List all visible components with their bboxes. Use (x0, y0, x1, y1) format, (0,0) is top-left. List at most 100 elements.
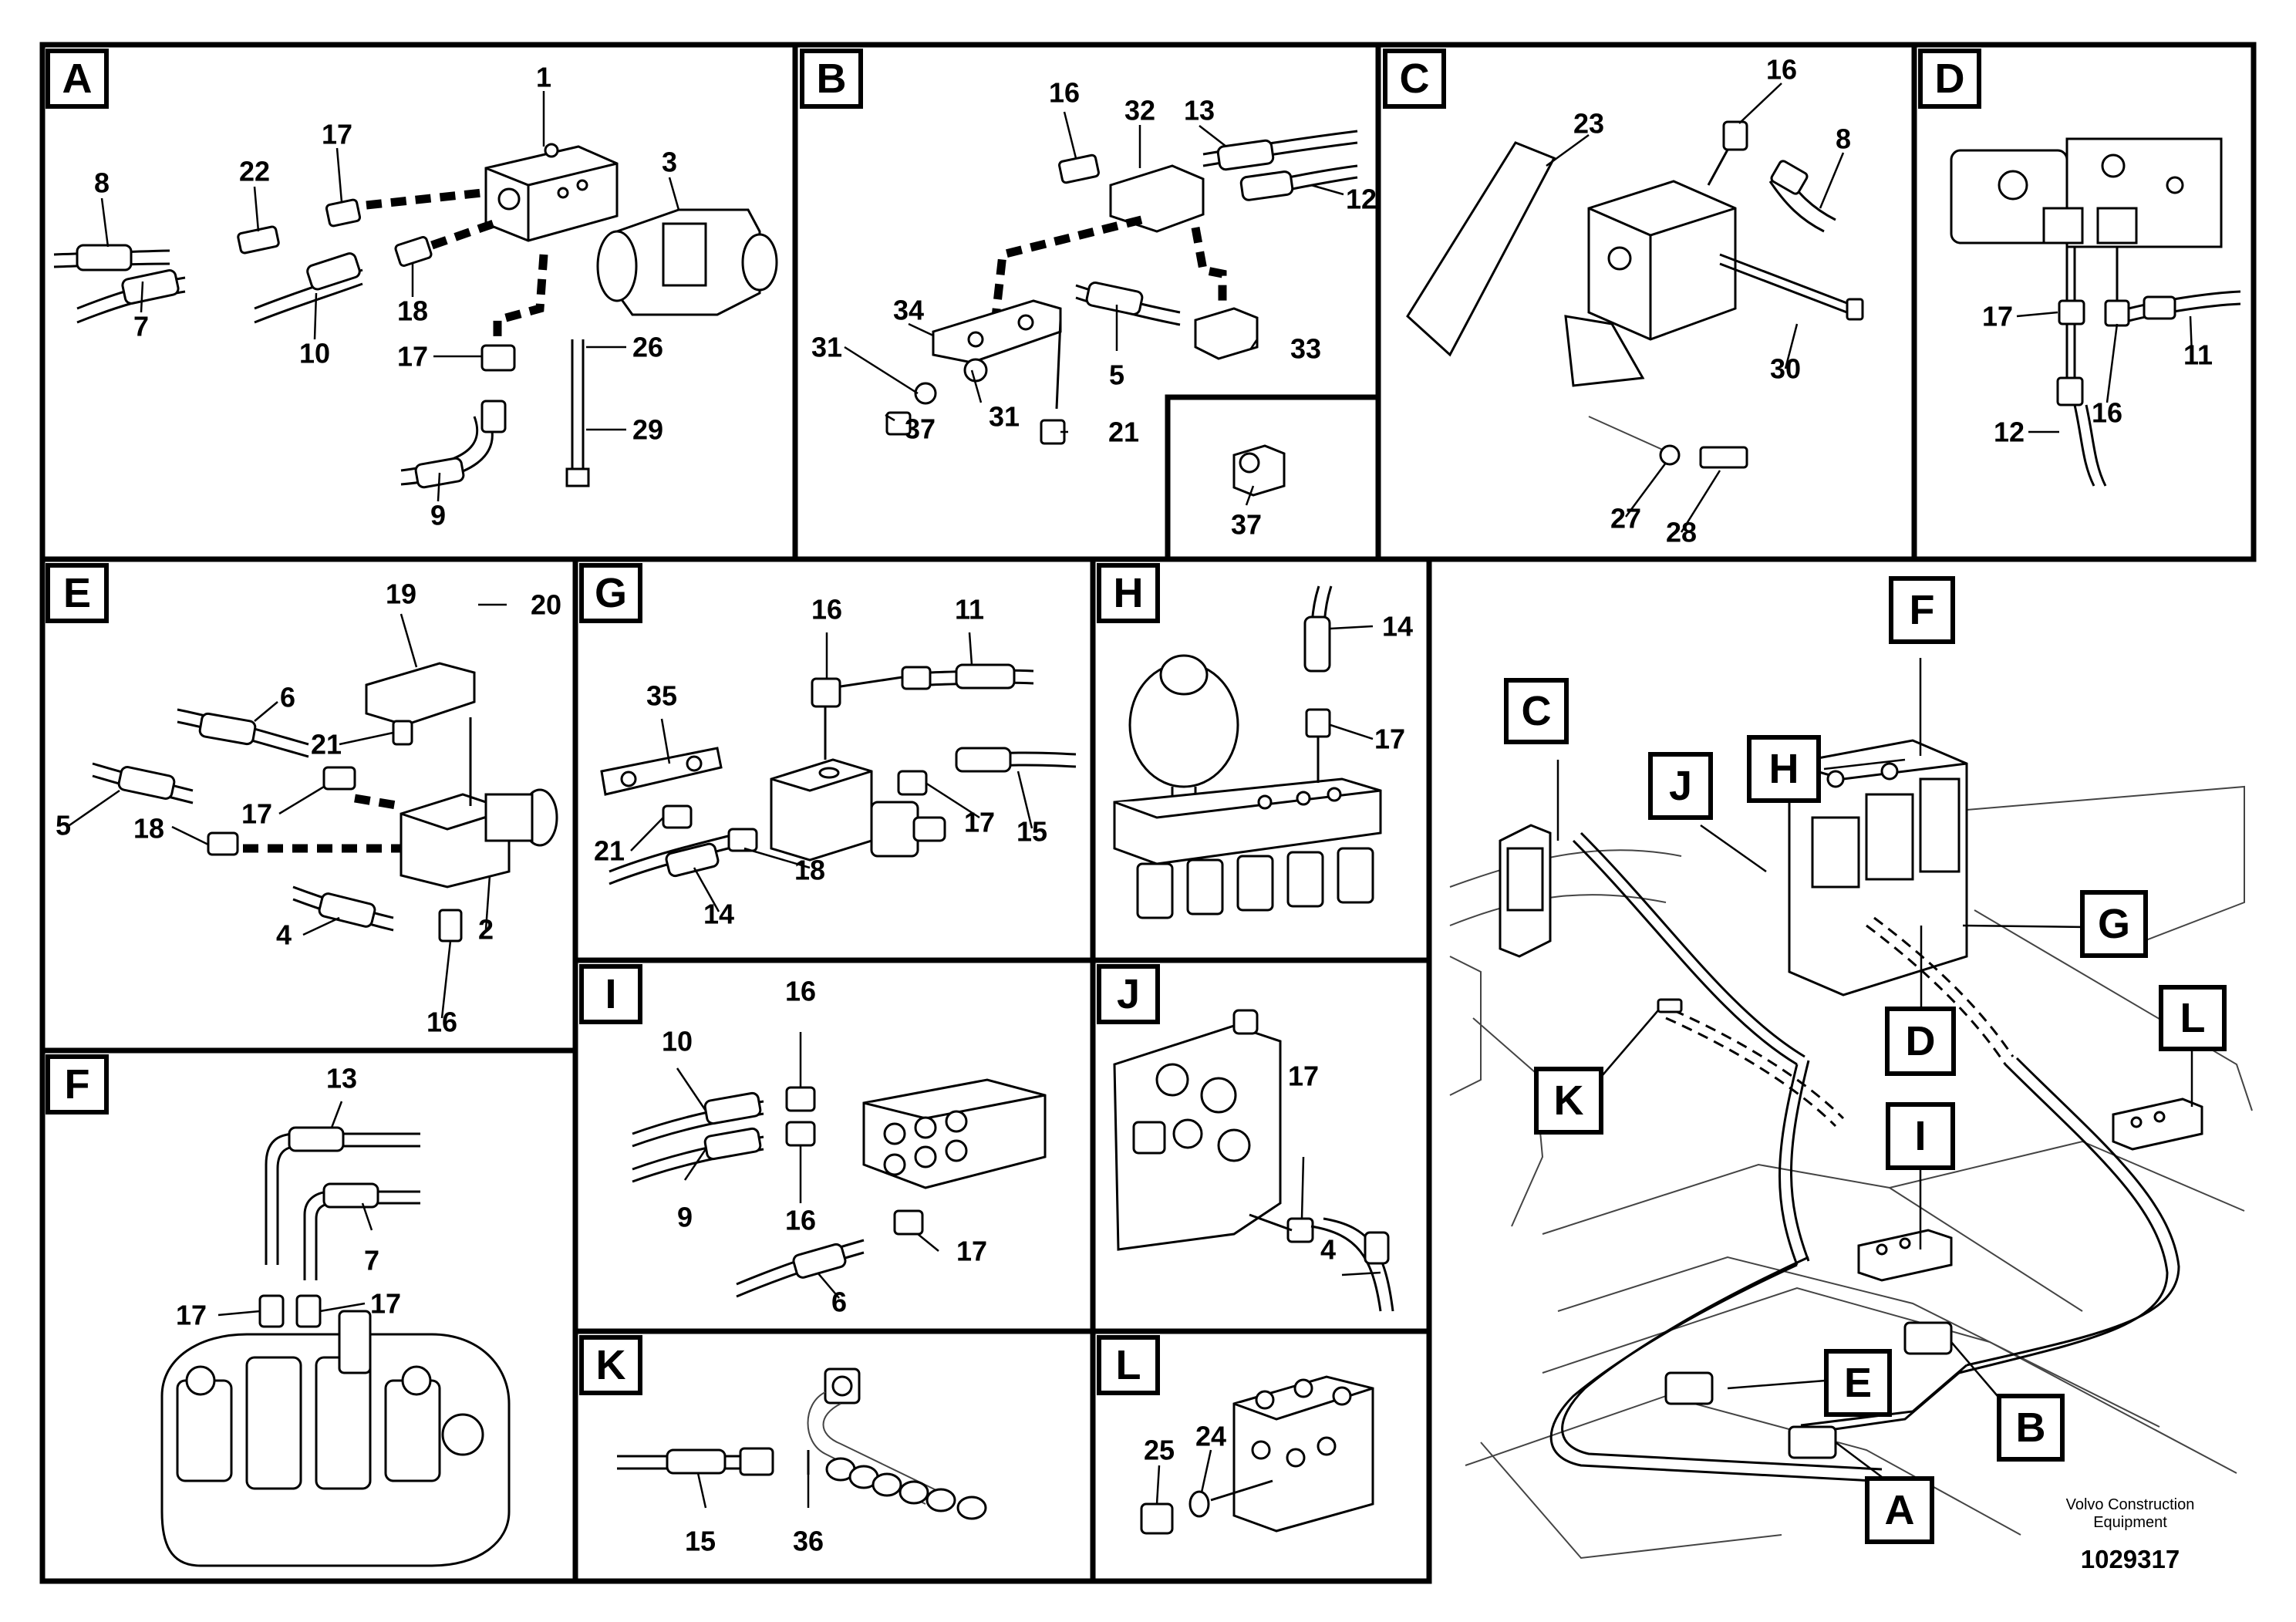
panel-i-tag: I (605, 971, 616, 1017)
overview-tag-b: B (2016, 1404, 2046, 1451)
callout-e-17: 17 (241, 798, 272, 830)
panel-l-tag: L (1116, 1342, 1141, 1388)
callout-h-17: 17 (1374, 723, 1405, 755)
callout-a-17-bottom: 17 (397, 341, 428, 373)
footer-drawing-number: 1029317 (2081, 1545, 2180, 1573)
overview-artwork (1449, 739, 2253, 1560)
footer: Volvo Construction Equipment 1029317 (2066, 1496, 2195, 1573)
footer-company: Volvo Construction (2066, 1496, 2195, 1513)
callout-c-16: 16 (1766, 54, 1797, 86)
panel-h-artwork (1113, 585, 1382, 919)
callout-f-13: 13 (326, 1063, 357, 1094)
panel-c-artwork (1406, 120, 1864, 469)
callout-i-10: 10 (662, 1026, 693, 1057)
callout-e-6: 6 (280, 682, 295, 713)
panel-i-artwork (632, 1078, 1047, 1298)
panel-g-tag: G (595, 570, 627, 616)
panel-g-artwork (600, 663, 1077, 885)
overview-tag-c: C (1522, 688, 1552, 734)
overview-tags: C F J H G D K L I E B A (1504, 576, 2227, 1544)
callout-c-30: 30 (1770, 353, 1801, 385)
panel-a-tag: A (62, 56, 93, 102)
panel-f-tag: F (65, 1061, 90, 1108)
overview-tag-g: G (2098, 901, 2130, 947)
callout-k-15: 15 (685, 1526, 716, 1557)
callout-i-16-top: 16 (785, 976, 816, 1007)
panel-l-artwork (1140, 1375, 1374, 1535)
callout-b-31-left: 31 (811, 332, 842, 363)
callout-a-8: 8 (94, 167, 110, 199)
overview-tag-d: D (1906, 1018, 1936, 1064)
callout-b-34: 34 (893, 295, 924, 326)
callout-b-inset-37: 37 (1231, 509, 1262, 541)
callout-g-17: 17 (964, 807, 995, 838)
overview-tag-a: A (1885, 1487, 1915, 1533)
callout-l-24: 24 (1195, 1421, 1226, 1452)
panel-h-tag: H (1114, 570, 1144, 616)
callout-b-13: 13 (1184, 95, 1215, 126)
callout-f-17-left: 17 (176, 1300, 207, 1331)
callout-b-33: 33 (1290, 333, 1321, 365)
overview-tag-i: I (1914, 1113, 1926, 1159)
callout-c-27: 27 (1610, 503, 1641, 534)
panel-j-artwork (1113, 1009, 1394, 1312)
footer-company-line2: Equipment (2093, 1514, 2167, 1531)
panel-b-tag: B (817, 56, 847, 102)
callout-g-14: 14 (703, 899, 734, 930)
callout-g-11: 11 (955, 594, 984, 626)
callout-j-17: 17 (1288, 1061, 1319, 1092)
panel-k-artwork (617, 1367, 987, 1520)
callout-e-4: 4 (276, 919, 292, 951)
callout-l-25: 25 (1144, 1435, 1175, 1466)
panel-c-tag: C (1400, 56, 1430, 102)
panel-d-artwork (1950, 137, 2241, 487)
callout-e-19: 19 (386, 578, 416, 610)
callout-a-18: 18 (397, 295, 428, 327)
callout-b-16: 16 (1049, 77, 1080, 109)
callout-c-8: 8 (1836, 123, 1851, 155)
callout-a-22: 22 (239, 156, 270, 187)
panel-tags: A B C D E G H F I J K L (46, 49, 1981, 1395)
callout-f-17-right: 17 (370, 1288, 401, 1320)
callout-b-12: 12 (1346, 184, 1377, 215)
callout-d-11: 11 (2183, 339, 2213, 371)
leader-lines (69, 83, 2193, 1509)
callout-e-5: 5 (56, 810, 71, 841)
callout-j-4: 4 (1320, 1234, 1336, 1266)
callout-a-1: 1 (536, 62, 551, 93)
overview-tag-f: F (1910, 587, 1935, 633)
panel-a-artwork (53, 143, 778, 489)
callout-e-16: 16 (426, 1007, 457, 1038)
callout-a-10: 10 (299, 338, 330, 369)
callout-i-16-bottom: 16 (785, 1205, 816, 1236)
callout-f-7: 7 (364, 1245, 379, 1276)
callout-c-28: 28 (1666, 517, 1697, 548)
panel-e-tag: E (63, 570, 91, 616)
panel-j-tag: J (1117, 971, 1140, 1017)
callout-b-21: 21 (1108, 416, 1139, 448)
callout-e-21: 21 (311, 729, 342, 760)
callout-g-16: 16 (811, 594, 842, 626)
callout-e-2: 2 (478, 914, 494, 946)
callout-b-32: 32 (1124, 95, 1155, 126)
callout-d-12: 12 (1994, 416, 2025, 448)
callout-b-37: 37 (905, 413, 936, 445)
callout-k-36: 36 (793, 1526, 824, 1557)
callout-g-15: 15 (1017, 816, 1047, 848)
callout-e-18: 18 (133, 813, 164, 845)
panel-k-tag: K (596, 1342, 626, 1388)
panel-d-tag: D (1935, 56, 1965, 102)
callout-c-23: 23 (1573, 108, 1604, 140)
callout-a-7: 7 (133, 311, 149, 342)
callout-a-26: 26 (632, 332, 663, 363)
panel-e-artwork (92, 662, 558, 943)
callout-h-14: 14 (1382, 611, 1413, 642)
callout-g-35: 35 (646, 680, 677, 712)
callout-d-17: 17 (1982, 301, 2013, 332)
overview-tag-l: L (2180, 995, 2206, 1041)
callout-g-21: 21 (594, 835, 625, 867)
callout-a-29: 29 (632, 414, 663, 446)
callout-a-3: 3 (662, 147, 677, 178)
overview-tag-h: H (1769, 746, 1799, 792)
callout-a-17-top: 17 (322, 119, 352, 150)
